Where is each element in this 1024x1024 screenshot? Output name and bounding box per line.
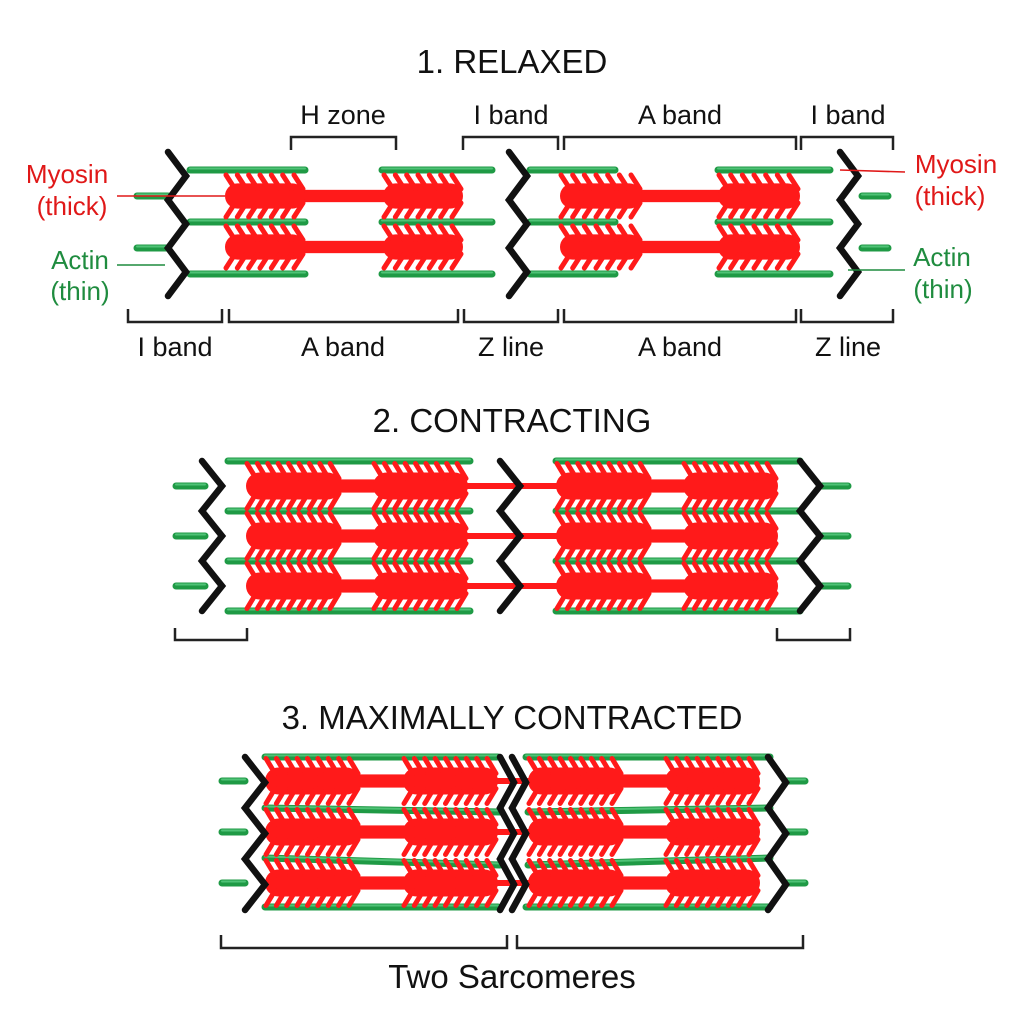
actin-filament — [261, 804, 504, 816]
myosin-heads — [526, 807, 624, 857]
bracket-i-band-top-right — [799, 135, 895, 150]
bracket-a-band-top — [562, 135, 798, 150]
label-a-band-top: A band — [638, 100, 722, 130]
myosin-heads — [263, 858, 361, 908]
myosin-heads — [558, 172, 643, 220]
myosin-heads — [371, 461, 469, 511]
panel-maximally-contracted: 3. MAXIMALLY CONTRACTED Two Sarcomeres — [218, 699, 809, 995]
myosin-heads — [663, 756, 761, 806]
label-h-zone: H zone — [300, 100, 386, 130]
myosin-heads — [401, 858, 499, 908]
sarcomere-row-maximally-contracted — [218, 753, 809, 914]
myosin-heads — [681, 461, 779, 511]
z-line — [795, 457, 825, 615]
myosin-heads — [681, 561, 779, 611]
myosin-heads — [554, 511, 652, 561]
sarcomere-row-relaxed — [133, 148, 892, 300]
bracket-sarcomere-left — [219, 935, 509, 950]
label-myosin-sub-right: (thick) — [915, 181, 986, 211]
myosin-heads — [716, 223, 801, 271]
z-line — [764, 753, 790, 914]
myosin-heads — [371, 561, 469, 611]
myosin-heads — [526, 756, 624, 806]
sarcomere-row-contracting — [172, 457, 852, 615]
label-i-band-top-right: I band — [810, 100, 885, 130]
myosin-heads — [401, 807, 499, 857]
panel-title-contracting: 2. CONTRACTING — [373, 402, 652, 439]
panel-relaxed: 1. RELAXED H zone I band A band I band I… — [26, 43, 997, 362]
myosin-heads — [223, 223, 306, 271]
label-z-line-bottom: Z line — [478, 332, 544, 362]
bracket-i-band-left-contracting — [173, 628, 249, 642]
label-two-sarcomeres: Two Sarcomeres — [388, 958, 636, 995]
actin-highlight — [264, 855, 501, 865]
z-line — [504, 148, 532, 300]
z-line — [240, 753, 270, 914]
label-i-band-bottom: I band — [137, 332, 212, 362]
myosin-heads — [681, 511, 779, 561]
label-myosin-left: Myosin — [26, 159, 108, 189]
myosin-heads — [663, 858, 761, 908]
label-actin-right: Actin — [913, 242, 971, 272]
label-z-line-bottom-right: Z line — [815, 332, 881, 362]
label-myosin-sub-left: (thick) — [37, 191, 108, 221]
bracket-sarcomere-right — [515, 935, 805, 950]
bracket-i-band-bottom — [126, 309, 224, 324]
myosin-heads — [526, 858, 624, 908]
panel-contracting: 2. CONTRACTING — [172, 402, 852, 642]
label-actin-sub-right: (thin) — [913, 274, 972, 304]
myosin-heads — [263, 756, 361, 806]
label-actin-sub-left: (thin) — [50, 276, 109, 306]
label-a-band-bottom: A band — [301, 332, 385, 362]
myosin-overlap-link — [466, 533, 558, 539]
leader-myosin-right — [839, 169, 906, 173]
myosin-heads — [716, 172, 801, 220]
panel-title-maximally-contracted: 3. MAXIMALLY CONTRACTED — [282, 699, 743, 736]
z-line — [495, 457, 525, 615]
myosin-heads — [558, 223, 643, 271]
myosin-overlap-link — [466, 583, 558, 589]
myosin-overlap-link — [466, 483, 558, 489]
label-i-band-top: I band — [473, 100, 548, 130]
myosin-heads — [554, 461, 652, 511]
actin-filament — [261, 854, 504, 869]
z-line — [163, 148, 191, 300]
label-myosin-right: Myosin — [915, 149, 997, 179]
myosin-heads — [244, 461, 342, 511]
bracket-i-band-top — [461, 135, 560, 150]
actin-highlight — [264, 805, 501, 812]
bracket-z-line-bottom-right — [799, 309, 895, 324]
bracket-a-band-bottom — [227, 309, 460, 324]
panel-title-relaxed: 1. RELAXED — [417, 43, 608, 80]
bracket-z-line-bottom — [462, 309, 560, 324]
label-actin-left: Actin — [51, 245, 109, 275]
myosin-heads — [263, 807, 361, 857]
z-line — [508, 753, 530, 914]
myosin-heads — [244, 561, 342, 611]
actin-highlight — [527, 855, 771, 865]
z-line — [197, 457, 227, 615]
myosin-heads — [401, 756, 499, 806]
bracket-h-zone — [289, 135, 398, 150]
label-a-band-bottom-right: A band — [638, 332, 722, 362]
bracket-i-band-right-contracting — [775, 628, 852, 642]
myosin-heads — [223, 172, 306, 220]
myosin-heads — [371, 511, 469, 561]
bracket-a-band-bottom-right — [562, 309, 798, 324]
myosin-heads — [381, 172, 464, 220]
z-line — [496, 753, 518, 914]
myosin-heads — [381, 223, 464, 271]
myosin-heads — [554, 561, 652, 611]
myosin-heads — [663, 807, 761, 857]
myosin-heads — [244, 511, 342, 561]
z-line — [835, 148, 863, 300]
